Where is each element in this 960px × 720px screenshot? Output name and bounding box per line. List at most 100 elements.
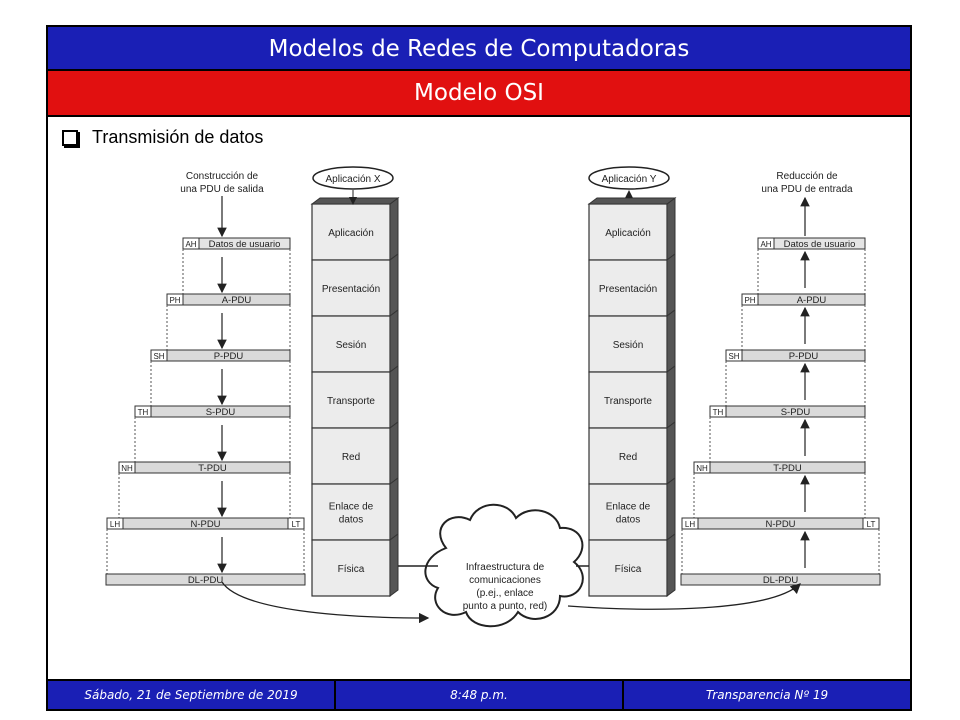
right-stack-layer-side-2 (666, 309, 676, 373)
pdu-label: N-PDU (765, 519, 795, 530)
left-stack-layer-side-4 (389, 421, 399, 485)
pdu-trailer-label: LT (292, 520, 301, 529)
footer-bar: Sábado, 21 de Septiembre de 2019 8:48 p.… (48, 679, 910, 709)
right-stack-layer-label: Física (615, 564, 642, 575)
left-stack-layer-label: Presentación (322, 284, 380, 295)
right-stack-layer-label: Sesión (613, 340, 644, 351)
right-stack-layer-4 (588, 427, 668, 485)
pdu-header-label: AH (760, 240, 771, 249)
app-y-label: Aplicación Y (602, 174, 657, 185)
right-stack-stack-top (587, 197, 677, 205)
left-stack-layer-side-1 (389, 253, 399, 317)
left-stack-layer-3 (311, 371, 391, 429)
pdu-header-label: SH (728, 352, 739, 361)
right-stack-layer-label: Presentación (599, 284, 657, 295)
bullet-item: Transmisión de datos (62, 127, 263, 148)
right-curve-arrow (567, 583, 801, 610)
pdu-box-l-1 (182, 293, 291, 306)
left-stack-layer-side-6 (389, 533, 399, 597)
right-stack-layer-3 (588, 371, 668, 429)
pdu-label: A-PDU (222, 295, 252, 306)
left-stack-layer-side-3 (389, 365, 399, 429)
right-stack-layer-2 (588, 315, 668, 373)
right-stack-layer-side-3 (666, 365, 676, 429)
pdu-box-l-2 (166, 349, 291, 362)
pdu-box-l-3 (150, 405, 291, 418)
left-stack-layer-5 (311, 483, 391, 541)
app-x-label: Aplicación X (325, 174, 380, 185)
pdu-label: DL-PDU (188, 575, 224, 586)
pdu-label: S-PDU (781, 407, 811, 418)
right-stack-layer-label: datos (616, 515, 640, 526)
pdu-header-label: TH (138, 408, 149, 417)
cloud-shape (424, 503, 584, 628)
left-caption-line: una PDU de salida (180, 184, 264, 195)
slide-title: Modelos de Redes de Computadoras (48, 27, 910, 71)
pdu-trailer-label: LT (867, 520, 876, 529)
right-stack-layer-5 (588, 483, 668, 541)
app-x-oval (312, 166, 394, 190)
left-stack-layer-label: Enlace de (329, 502, 374, 513)
pdu-header-label: TH (713, 408, 724, 417)
pdu-header-label: NH (696, 464, 708, 473)
right-caption-line: Reducción de (776, 171, 838, 182)
slide-subtitle: Modelo OSI (48, 71, 910, 117)
left-stack-layer-label: datos (339, 515, 363, 526)
pdu-trailer-box (862, 517, 880, 530)
left-stack-layer-side-5 (389, 477, 399, 541)
right-stack-layer-label: Red (619, 452, 637, 463)
pdu-label: N-PDU (190, 519, 220, 530)
pdu-box-l-0 (198, 237, 291, 250)
pdu-trailer-box (287, 517, 305, 530)
pdu-header-label: PH (169, 296, 180, 305)
left-stack-layer-1 (311, 259, 391, 317)
right-stack-layer-1 (588, 259, 668, 317)
pdu-label: P-PDU (214, 351, 244, 362)
pdu-header-label: LH (685, 520, 695, 529)
pdu-label: S-PDU (206, 407, 236, 418)
right-stack-layer-side-6 (666, 533, 676, 597)
cloud-label-line: Infraestructura de (466, 562, 545, 573)
pdu-box-l-6 (105, 573, 306, 586)
pdu-box-r-6 (680, 573, 881, 586)
right-stack-layer-label: Transporte (604, 396, 652, 407)
pdu-label: DL-PDU (763, 575, 799, 586)
pdu-label: Datos de usuario (209, 239, 281, 250)
pdu-label: A-PDU (797, 295, 827, 306)
cloud-label-line: (p.ej., enlace (476, 588, 534, 599)
left-stack-layer-label: Aplicación (328, 228, 374, 239)
slide-frame: Modelos de Redes de Computadoras Modelo … (46, 25, 912, 711)
pdu-label: Datos de usuario (784, 239, 856, 250)
right-stack-layer-side-0 (666, 197, 676, 261)
left-stack-layer-6 (311, 539, 391, 597)
footer-date: Sábado, 21 de Septiembre de 2019 (48, 681, 336, 709)
pdu-box-r-2 (741, 349, 866, 362)
pdu-label: P-PDU (789, 351, 819, 362)
right-stack-layer-0 (588, 203, 668, 261)
right-stack-layer-side-5 (666, 477, 676, 541)
pdu-header-label: NH (121, 464, 133, 473)
left-curve-arrow (221, 581, 430, 624)
right-stack-layer-side-1 (666, 253, 676, 317)
checkbox-bullet-icon (62, 129, 78, 146)
left-stack-layer-2 (311, 315, 391, 373)
bullet-text: Transmisión de datos (92, 127, 264, 147)
pdu-header-label: PH (744, 296, 755, 305)
left-caption-line: Construcción de (186, 171, 259, 182)
right-stack-layer-side-4 (666, 421, 676, 485)
right-stack-layer-label: Aplicación (605, 228, 651, 239)
footer-time: 8:48 p.m. (336, 681, 624, 709)
left-stack-stack-top (310, 197, 400, 205)
cloud-label-line: punto a punto, red) (463, 601, 548, 612)
pdu-label: T-PDU (198, 463, 227, 474)
left-stack-layer-label: Física (338, 564, 365, 575)
pdu-header-label: SH (153, 352, 164, 361)
left-stack-layer-side-0 (389, 197, 399, 261)
pdu-box-r-4 (709, 461, 866, 474)
pdu-box-r-0 (773, 237, 866, 250)
left-stack-layer-side-2 (389, 309, 399, 373)
cloud-label-line: comunicaciones (469, 575, 541, 586)
pdu-header-label: AH (185, 240, 196, 249)
pdu-box-r-1 (757, 293, 866, 306)
